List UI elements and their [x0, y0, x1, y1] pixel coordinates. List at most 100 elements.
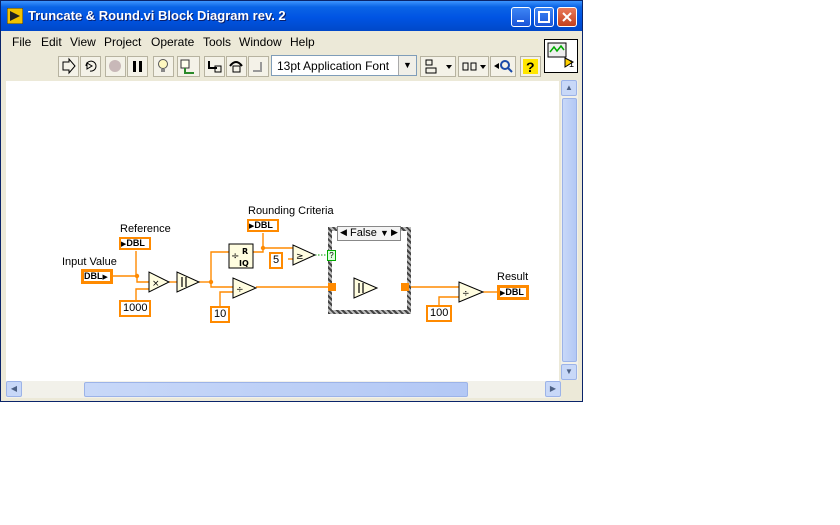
distribute-icon: [462, 62, 486, 71]
lightbulb-icon: [158, 59, 168, 72]
run-continuously-icon: [85, 60, 97, 72]
close-icon: [562, 12, 572, 22]
case-structure[interactable]: [328, 227, 411, 314]
terminal-arrow-icon: ▶: [121, 241, 127, 248]
horizontal-scrollbar[interactable]: ◀ ▶: [6, 381, 561, 398]
text-settings-dropdown[interactable]: 13pt Application Font ▼: [271, 55, 417, 76]
vi-icon: [547, 42, 575, 68]
minimize-button[interactable]: [511, 7, 531, 27]
step-out-button[interactable]: [248, 56, 269, 77]
constant-10[interactable]: 10: [210, 306, 231, 323]
menu-operate[interactable]: Operate: [151, 35, 195, 49]
probe-icon: [180, 59, 194, 74]
menu-bar: File Edit View Project Operate Tools Win…: [1, 31, 542, 52]
wire-100: [438, 296, 459, 305]
result-type: DBL: [505, 287, 524, 297]
wire-10: [219, 291, 233, 306]
title-bar[interactable]: Truncate & Round.vi Block Diagram rev. 2: [1, 1, 582, 31]
run-button[interactable]: [58, 56, 79, 77]
case-input-tunnel[interactable]: [328, 283, 336, 291]
input-value-terminal[interactable]: DBL▶: [81, 269, 113, 284]
step-into-button[interactable]: [204, 56, 225, 77]
terminal-arrow-icon: ▶: [500, 290, 506, 297]
case-output-tunnel[interactable]: [401, 283, 409, 291]
svg-text:×: ×: [152, 279, 160, 289]
greater-or-equal-node[interactable]: ≥: [292, 244, 317, 266]
chevron-down-icon: ▼: [398, 56, 416, 75]
terminal-arrow-icon: ▶: [102, 274, 108, 281]
round-toward-zero-node-inner[interactable]: [353, 277, 379, 299]
rounding-criteria-terminal[interactable]: ▶DBL: [247, 219, 279, 232]
svg-text:÷: ÷: [231, 251, 239, 262]
abort-button[interactable]: [105, 56, 126, 77]
help-icon: ?: [523, 59, 538, 75]
case-increment-icon[interactable]: ▶: [391, 227, 398, 237]
wire-to-div: [210, 282, 233, 288]
qr-quotient-label: IQ: [239, 259, 249, 268]
scroll-down-icon[interactable]: ▼: [561, 364, 577, 380]
constant-5[interactable]: 5: [269, 252, 284, 269]
close-button[interactable]: [557, 7, 577, 27]
step-out-icon: [253, 62, 262, 72]
run-arrow-icon: [62, 57, 76, 75]
multiply-node[interactable]: ×: [148, 271, 171, 293]
distribute-objects-button[interactable]: [458, 56, 489, 77]
menu-edit[interactable]: Edit: [41, 35, 62, 49]
quotient-remainder-node[interactable]: ÷ R IQ: [228, 243, 254, 269]
magnifier-icon: [494, 60, 513, 73]
case-decrement-icon[interactable]: ◀: [340, 227, 347, 237]
window-title: Truncate & Round.vi Block Diagram rev. 2: [28, 8, 286, 23]
step-over-button[interactable]: [226, 56, 247, 77]
vertical-scrollbar[interactable]: ▲ ▼: [561, 80, 578, 380]
clean-up-diagram-button[interactable]: [490, 56, 516, 77]
labview-app-icon[interactable]: [7, 8, 23, 24]
pause-icon: [133, 61, 142, 72]
vi-icon-connector[interactable]: 1: [544, 39, 578, 73]
menu-window[interactable]: Window: [239, 35, 282, 49]
retain-wire-values-button[interactable]: [177, 56, 200, 77]
maximize-button[interactable]: [534, 7, 554, 27]
divide-node[interactable]: ÷: [232, 277, 258, 299]
align-icon: [425, 59, 452, 74]
scroll-left-icon[interactable]: ◀: [6, 381, 22, 397]
round-toward-zero-node[interactable]: [176, 271, 201, 293]
vertical-scroll-thumb[interactable]: [562, 98, 577, 362]
case-selector[interactable]: ◀ False ▼ ▶: [337, 226, 401, 241]
wire-input: [113, 275, 149, 283]
horizontal-scroll-thumb[interactable]: [84, 382, 468, 397]
wire-branch-up: [210, 251, 229, 282]
qr-remainder-label: R: [242, 247, 248, 256]
menu-view[interactable]: View: [70, 35, 96, 49]
scroll-right-icon[interactable]: ▶: [545, 381, 561, 397]
reference-type: DBL: [126, 238, 145, 248]
pause-button[interactable]: [127, 56, 148, 77]
result-indicator[interactable]: ▶DBL: [497, 285, 529, 300]
menu-help[interactable]: Help: [290, 35, 315, 49]
menu-project[interactable]: Project: [104, 35, 142, 49]
label-rounding-criteria: Rounding Criteria: [248, 205, 334, 217]
scroll-up-icon[interactable]: ▲: [561, 80, 577, 96]
context-help-button[interactable]: ?: [520, 56, 541, 77]
font-name: 13pt Application Font: [277, 59, 390, 73]
svg-text:÷: ÷: [462, 289, 470, 299]
menu-file[interactable]: File: [12, 35, 32, 49]
maximize-icon: [538, 11, 550, 23]
svg-text:?: ?: [526, 59, 535, 75]
step-over-icon: [229, 61, 243, 73]
constant-1000[interactable]: 1000: [119, 300, 152, 317]
chevron-down-icon[interactable]: ▼: [380, 228, 389, 238]
case-selector-terminal[interactable]: ?: [327, 250, 336, 261]
constant-100[interactable]: 100: [426, 305, 453, 322]
stop-icon: [109, 60, 121, 72]
align-objects-button[interactable]: [420, 56, 456, 77]
reference-terminal[interactable]: ▶DBL: [119, 237, 151, 250]
run-continuously-button[interactable]: [80, 56, 101, 77]
highlight-execution-button[interactable]: [153, 56, 174, 77]
menu-tools[interactable]: Tools: [203, 35, 232, 49]
label-result: Result: [497, 271, 529, 283]
block-diagram-canvas[interactable]: [6, 81, 559, 381]
terminal-arrow-icon: ▶: [249, 223, 255, 230]
divide-result-node[interactable]: ÷: [458, 281, 485, 303]
wire-1000: [135, 288, 149, 300]
rounding-type: DBL: [254, 220, 273, 230]
